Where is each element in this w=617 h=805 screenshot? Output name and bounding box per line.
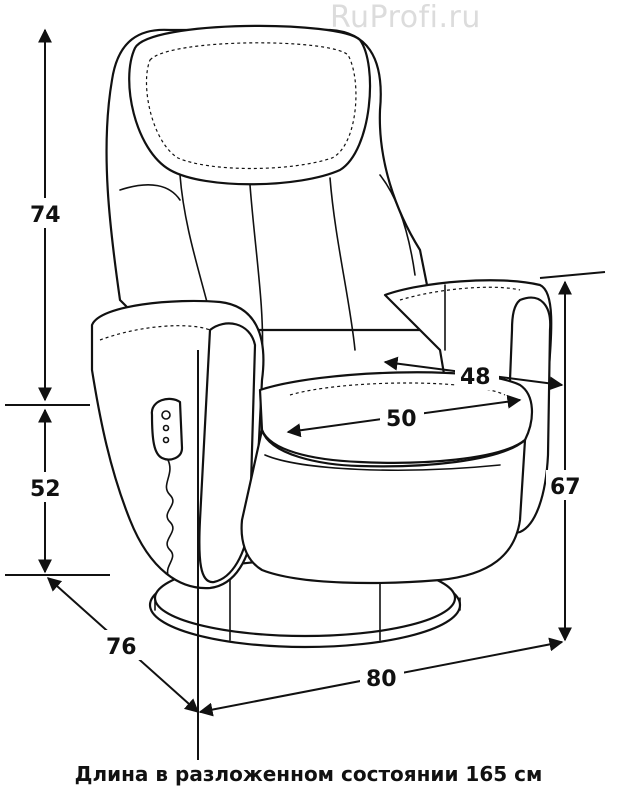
dim-arm-height: 67: [550, 475, 581, 500]
dim-seat-height: 52: [30, 477, 61, 502]
watermark: RuProfi.ru: [330, 0, 481, 35]
chair-body: [90, 24, 553, 590]
dim-back-height: 74: [30, 203, 61, 228]
dim-seat-width: 50: [386, 407, 417, 432]
dim-depth: 76: [106, 635, 137, 660]
dim-width: 80: [366, 667, 397, 692]
caption: Длина в разложенном состоянии 165 см: [74, 762, 543, 786]
dim-seat-depth: 48: [460, 365, 491, 390]
